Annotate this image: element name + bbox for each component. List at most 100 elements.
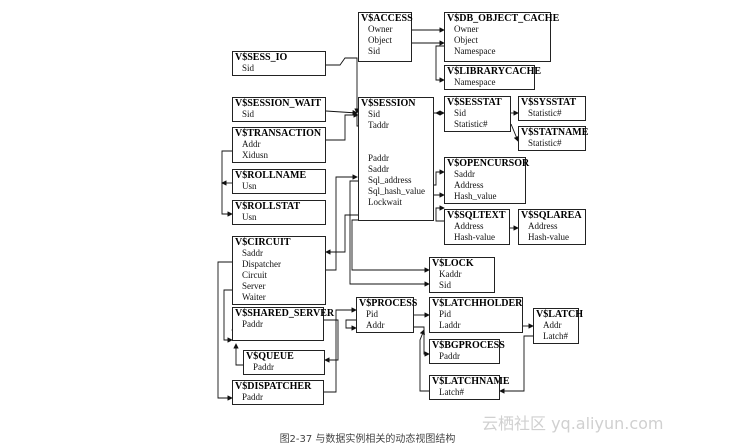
connector-line <box>326 174 358 271</box>
table-field: Addr <box>366 320 385 330</box>
connector-line <box>326 112 359 141</box>
table-title: V$OPENCURSOR <box>447 158 530 169</box>
connector-line <box>233 343 243 366</box>
table-field: Address <box>454 221 484 231</box>
table-field: Addr <box>242 139 261 149</box>
connector-line <box>326 57 360 114</box>
table-field: Usn <box>242 212 257 222</box>
table-field: Paddr <box>242 392 263 402</box>
table-title: V$SESSTAT <box>447 97 502 108</box>
table-title: V$CIRCUIT <box>235 237 291 248</box>
table-field: Sql_hash_value <box>368 186 425 196</box>
table-field: Namespace <box>454 46 496 56</box>
table-title: V$LIBRARYCACHE <box>447 66 542 77</box>
table-field: Sid <box>454 108 467 118</box>
table-title: V$ROLLNAME <box>235 170 307 181</box>
figure-caption: 图2-37 与数据实例相关的动态视图结构 <box>279 434 456 445</box>
table-field: Saddr <box>368 164 389 174</box>
connector-line <box>499 335 533 394</box>
table-field: Paddr <box>439 351 460 361</box>
table-field: Sid <box>368 109 381 119</box>
table-field: Server <box>242 281 266 291</box>
table-field: Latch# <box>543 331 568 341</box>
table-field <box>368 131 433 142</box>
table-field: Namespace <box>454 77 496 87</box>
table-field: Pid <box>439 309 452 319</box>
table-field: Owner <box>368 24 393 34</box>
table-field: Kaddr <box>439 269 462 279</box>
connector-line <box>221 150 233 217</box>
connector-line <box>324 307 357 393</box>
table-title: V$SESS_IO <box>235 52 288 63</box>
table-field: Xidusn <box>242 150 269 160</box>
table-field <box>368 142 433 153</box>
table-field: Pid <box>366 309 379 319</box>
table-field: Addr <box>543 320 562 330</box>
table-title: V$LATCH <box>536 309 584 320</box>
connector-line <box>435 205 445 222</box>
table-field: Sid <box>368 46 381 56</box>
table-field: Saddr <box>454 169 475 179</box>
connector-line <box>325 110 358 116</box>
table-field: Taddr <box>368 120 389 130</box>
table-field: Usn <box>242 181 257 191</box>
table-field: Hash_value <box>454 191 497 201</box>
table-field: Paddr <box>253 362 274 372</box>
table-title: V$STATNAME <box>521 127 589 138</box>
connector-line <box>419 329 429 392</box>
table-field: Hash-value <box>528 232 569 242</box>
table-field: Paddr <box>368 153 389 163</box>
table-title: V$SYSSTAT <box>521 97 577 108</box>
connector-line <box>349 180 430 287</box>
table-field: Paddr <box>242 319 263 329</box>
table-field: Statistic# <box>454 119 488 129</box>
table-title: V$ROLLSTAT <box>235 201 301 212</box>
table-field: Sid <box>439 280 452 290</box>
table-title: V$DB_OBJECT_CACHE <box>447 13 560 24</box>
connector-line <box>324 319 339 363</box>
table-field: Dispatcher <box>242 259 281 269</box>
table-field: Lockwait <box>368 197 402 207</box>
table-title: V$SQLAREA <box>521 210 582 221</box>
table-field: Statistic# <box>528 108 562 118</box>
connector-line <box>223 289 233 343</box>
table-field: Hash-value <box>454 232 495 242</box>
connector-line <box>414 326 430 357</box>
connector-line <box>510 123 519 142</box>
table-title: V$ACCESS <box>361 13 413 24</box>
table-title: V$DISPATCHER <box>235 381 312 392</box>
table-field: Sid <box>242 109 255 119</box>
connector-line <box>435 45 445 83</box>
connector-line <box>217 261 233 401</box>
connector-line <box>351 219 430 273</box>
table-field: Latch# <box>439 387 464 397</box>
table-field: Laddr <box>439 320 461 330</box>
table-title: V$PROCESS <box>359 298 418 309</box>
table-title: V$LATCHHOLDER <box>432 298 523 309</box>
table-title: V$SESSION <box>361 98 416 109</box>
table-title: V$SHARED_SERVER <box>235 308 335 319</box>
table-field: Sql_address <box>368 175 412 185</box>
table-field: Owner <box>454 24 479 34</box>
